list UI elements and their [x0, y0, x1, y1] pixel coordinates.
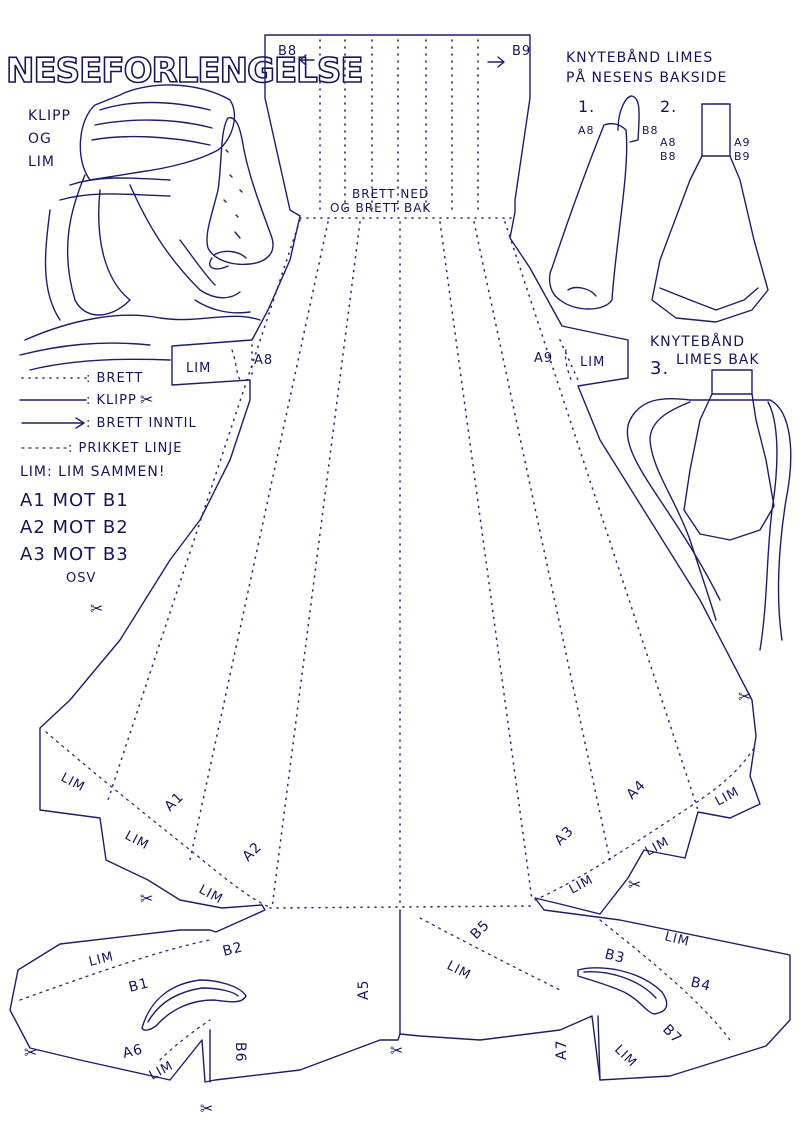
legend: : BRETT : KLIPP ✂ : BRETT INNTIL : PRIKK…: [19, 371, 197, 586]
legend-pair-2: A2 MOT B2: [20, 517, 129, 538]
scissors-icon: ✂: [140, 390, 154, 409]
page-title: NESEFORLENGELSE: [6, 51, 363, 91]
label-a3: A3: [552, 823, 578, 849]
glue-tab-1: LIM: [58, 770, 87, 795]
legend-fold-in-label: : BRETT INNTIL: [86, 416, 197, 431]
legend-cut-label: : KLIPP: [86, 393, 137, 408]
glue-tab-7: LIM: [87, 949, 115, 970]
label-a4: A4: [624, 777, 650, 803]
scissors-icon: ✂: [738, 687, 752, 706]
glue-tab-9: LIM: [663, 929, 691, 950]
label-a7: A7: [554, 1040, 570, 1060]
tie-heading-line2: PÅ NESENS BAKSIDE: [566, 69, 727, 86]
fold-lines: [107, 39, 699, 909]
glue-tab-left: LIM: [186, 361, 211, 376]
step-2-number: 2.: [660, 97, 677, 116]
scissors-icon: ✂: [390, 1041, 404, 1060]
arrow-right-icon: [75, 417, 85, 429]
instruction-and: OG: [28, 131, 52, 147]
label-b3: B3: [603, 946, 627, 966]
label-b5: B5: [468, 917, 494, 943]
scissors-icon: ✂: [90, 599, 104, 618]
label-a6: A6: [121, 1041, 145, 1061]
arrow-left-icon: [299, 54, 315, 66]
step-3-number: 3.: [650, 358, 669, 379]
scissors-icon: ✂: [200, 1099, 214, 1118]
glue-tab-5: LIM: [643, 834, 672, 859]
tie-heading-line1: KNYTEBÅND LIMES: [566, 49, 713, 66]
step-1-label-b8: B8: [642, 124, 659, 137]
label-a2: A2: [240, 839, 266, 865]
scissors-icon: ✂: [24, 1043, 38, 1062]
step-2-label-a9: A9: [734, 136, 751, 149]
legend-pair-1: A1 MOT B1: [20, 490, 129, 511]
label-a5: A5: [356, 980, 372, 1000]
dotted-lines: [19, 349, 755, 1061]
glue-tab-10: LIM: [147, 1058, 176, 1083]
label-a1: A1: [162, 789, 188, 815]
glue-tab-8: LIM: [444, 958, 473, 983]
glue-tab-right: LIM: [580, 355, 605, 370]
glue-tab-6: LIM: [713, 784, 742, 809]
step-2-label-b8: B8: [660, 150, 677, 163]
label-b8-top: B8: [278, 44, 297, 59]
nostril-cutouts: [141, 967, 668, 1031]
legend-etc: OSV: [66, 571, 96, 586]
legend-fold-label: : BRETT: [86, 371, 143, 386]
label-b9-top: B9: [512, 44, 531, 59]
scissors-icon: ✂: [140, 889, 154, 908]
step-1-nose-illustration: [548, 95, 640, 310]
glue-tab-2: LIM: [122, 828, 151, 853]
label-b1: B1: [127, 975, 151, 995]
legend-dotted-label: : PRIKKET LINJE: [68, 441, 182, 456]
label-a8: A8: [254, 353, 273, 368]
glue-tab-11: LIM: [611, 1042, 639, 1070]
label-a9: A9: [534, 351, 553, 366]
tie-instructions: KNYTEBÅND LIMES PÅ NESENS BAKSIDE 1. 2. …: [548, 49, 792, 651]
step-1-label-a8: A8: [578, 124, 595, 137]
legend-glue-label: LIM: LIM SAMMEN!: [20, 464, 165, 480]
fold-note-line1: BRETT NED: [352, 187, 429, 201]
step-1-number: 1.: [578, 97, 595, 116]
step-3-tie-illustration: [626, 369, 792, 651]
fold-note-line2: OG BRETT BAK: [330, 201, 431, 215]
label-b6: B6: [232, 1042, 248, 1063]
glue-tab-4: LIM: [567, 872, 596, 897]
step-2-label-a8: A8: [660, 136, 677, 149]
step-3-heading-line2: LIMES BAK: [676, 352, 760, 368]
instruction-cut: KLIPP: [28, 108, 71, 124]
label-b2: B2: [221, 939, 245, 959]
portrait-illustration: [19, 84, 274, 371]
label-b4: B4: [689, 974, 713, 994]
legend-pair-3: A3 MOT B3: [20, 544, 129, 565]
step-3-heading-line1: KNYTEBÅND: [650, 333, 745, 350]
arrow-right-icon: [487, 56, 505, 68]
instruction-glue: LIM: [28, 154, 55, 170]
step-2-nose-back-illustration: [651, 103, 769, 323]
template-outline: [9, 34, 791, 1083]
step-2-label-b9: B9: [734, 150, 751, 163]
label-b7: B7: [659, 1022, 685, 1048]
scissors-icon: ✂: [628, 875, 642, 894]
